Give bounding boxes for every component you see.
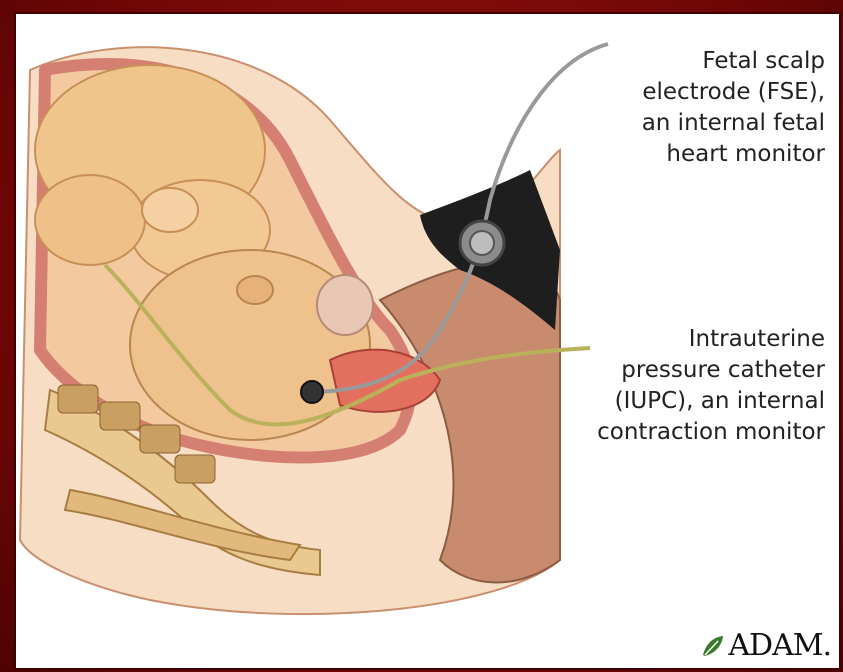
fse-label-line: heart monitor bbox=[525, 139, 825, 170]
iupc-label-line: contraction monitor bbox=[495, 417, 825, 448]
bladder bbox=[317, 275, 373, 335]
fetus-hand bbox=[142, 188, 198, 232]
fetus-ear bbox=[237, 276, 273, 304]
iupc-label-line: (IUPC), an internal bbox=[495, 386, 825, 417]
leaf-icon bbox=[700, 633, 726, 659]
iupc-label-line: Intrauterine bbox=[495, 324, 825, 355]
fse-label-line: an internal fetal bbox=[525, 108, 825, 139]
fse-label-line: Fetal scalp bbox=[525, 46, 825, 77]
fse-label: Fetal scalp electrode (FSE), an internal… bbox=[525, 46, 825, 170]
iupc-label: Intrauterine pressure catheter (IUPC), a… bbox=[495, 324, 825, 448]
iupc-label-line: pressure catheter bbox=[495, 355, 825, 386]
fse-electrode-tip bbox=[301, 381, 323, 403]
fetus-knee bbox=[35, 175, 145, 265]
fse-label-line: electrode (FSE), bbox=[525, 77, 825, 108]
adam-logo: ADAM. bbox=[700, 628, 831, 663]
logo-text: ADAM. bbox=[728, 628, 831, 663]
